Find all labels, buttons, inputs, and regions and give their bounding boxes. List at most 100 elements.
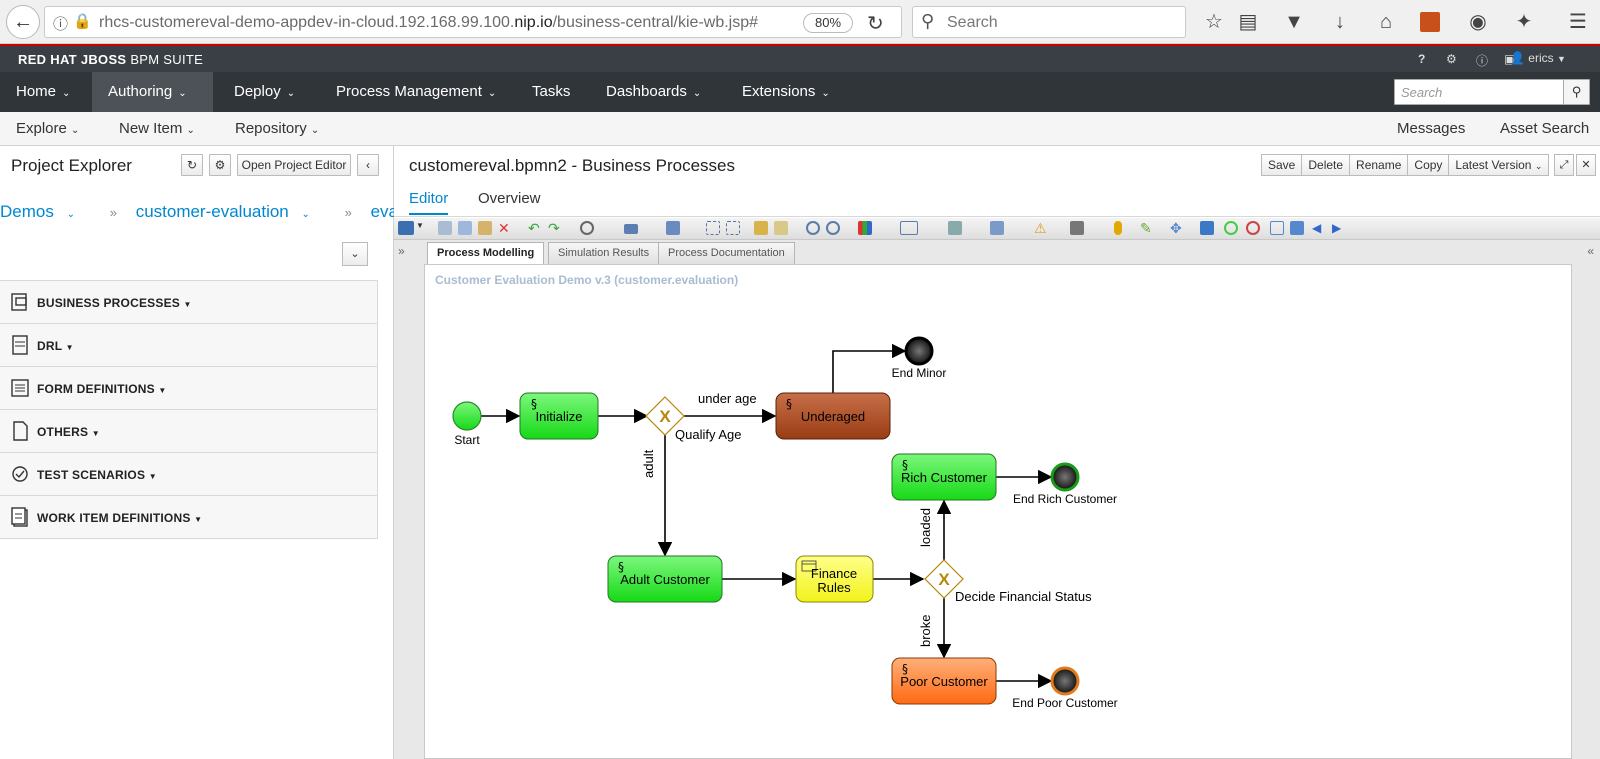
- redo-icon[interactable]: ↷: [548, 220, 560, 236]
- nav-extensions[interactable]: Extensions⌄: [742, 83, 830, 100]
- developer-tools-icon[interactable]: ✦: [1515, 11, 1533, 33]
- breadcrumb-repository[interactable]: customer-evaluation ⌄: [135, 202, 310, 221]
- download-icon[interactable]: ↓: [1335, 11, 1345, 33]
- save-button[interactable]: Save: [1261, 154, 1303, 176]
- fullscreen-icon[interactable]: [1290, 221, 1304, 235]
- tab-overview[interactable]: Overview: [478, 190, 541, 207]
- ungroup-icon[interactable]: [726, 221, 740, 235]
- layout-icon[interactable]: [624, 224, 638, 234]
- sync-icon[interactable]: ◉: [1469, 11, 1487, 33]
- clock-icon[interactable]: [580, 221, 594, 235]
- group-icon[interactable]: [706, 221, 720, 235]
- remove-node-icon[interactable]: [826, 221, 840, 235]
- color-icon[interactable]: [858, 221, 872, 235]
- category-work-item-definitions[interactable]: WORK ITEM DEFINITIONS ▼: [0, 495, 378, 539]
- add-node-icon[interactable]: [806, 221, 820, 235]
- unlock-icon[interactable]: [774, 221, 788, 235]
- move-icon[interactable]: ✥: [1170, 220, 1182, 236]
- expand-left-icon[interactable]: »: [398, 244, 405, 258]
- category-test-scenarios[interactable]: TEST SCENARIOS ▼: [0, 452, 378, 496]
- align-icon[interactable]: [666, 221, 680, 235]
- reload-icon[interactable]: ↻: [867, 13, 884, 35]
- nav-home[interactable]: Home⌄: [16, 83, 71, 100]
- copy-button[interactable]: Copy: [1408, 154, 1450, 176]
- gateway-decide-financial-status[interactable]: [924, 559, 964, 599]
- subnav-explore[interactable]: Explore ⌄: [16, 120, 80, 137]
- collapse-panel-icon[interactable]: ‹: [357, 154, 379, 176]
- end-event-poor[interactable]: [1050, 666, 1080, 696]
- bookmark-star-icon[interactable]: ☆: [1205, 11, 1223, 33]
- fit-icon[interactable]: [1270, 221, 1284, 235]
- expand-right-icon[interactable]: «: [1587, 244, 1594, 258]
- task-finance-rules[interactable]: [795, 555, 874, 603]
- save-icon[interactable]: [398, 221, 414, 235]
- camera-icon[interactable]: ▣: [1504, 52, 1516, 66]
- nav-deploy[interactable]: Deploy⌄: [234, 83, 296, 100]
- nav-process-management[interactable]: Process Management⌄: [336, 83, 497, 100]
- end-event-rich[interactable]: [1050, 462, 1080, 492]
- info-icon[interactable]: ⓘ: [53, 16, 69, 33]
- process-canvas[interactable]: Customer Evaluation Demo v.3 (customer.e…: [424, 264, 1572, 759]
- pencil-icon[interactable]: ✎: [1140, 220, 1152, 236]
- lock-icon[interactable]: [754, 221, 768, 235]
- chevron-down-icon[interactable]: ⌄: [342, 242, 368, 266]
- help-icon[interactable]: ?: [1418, 52, 1426, 66]
- warning-icon[interactable]: ⚠: [1034, 220, 1047, 236]
- zoom-in-icon[interactable]: [1224, 221, 1238, 235]
- tools-icon[interactable]: [990, 221, 1004, 235]
- start-event[interactable]: [452, 401, 482, 431]
- database-icon[interactable]: [1114, 221, 1122, 235]
- subnav-asset-search[interactable]: Asset Search: [1500, 120, 1590, 137]
- search-icon[interactable]: ⚲: [1563, 80, 1589, 104]
- cut-icon[interactable]: [438, 221, 452, 235]
- zoom-level-badge[interactable]: 80%: [803, 13, 853, 33]
- category-others[interactable]: OTHERS ▼: [0, 409, 378, 453]
- end-event-minor[interactable]: [904, 336, 934, 366]
- extension-icon[interactable]: [1420, 12, 1440, 32]
- nav-dashboards[interactable]: Dashboards⌄: [606, 83, 702, 100]
- nav-tasks[interactable]: Tasks: [532, 83, 571, 100]
- task-rich-customer[interactable]: [891, 453, 997, 501]
- back-button[interactable]: ←: [6, 5, 40, 39]
- category-business-processes[interactable]: BUSINESS PROCESSES ▼: [0, 280, 378, 324]
- paste-icon[interactable]: [478, 221, 492, 235]
- pocket-icon[interactable]: ▼: [1284, 11, 1304, 33]
- task-underaged[interactable]: [775, 392, 891, 440]
- chevron-down-icon[interactable]: ▼: [416, 221, 424, 230]
- maximize-icon[interactable]: ⤢: [1554, 154, 1574, 176]
- disk-icon[interactable]: [1070, 221, 1084, 235]
- nav-authoring[interactable]: Authoring⌄: [92, 72, 213, 112]
- gear-icon[interactable]: ⚙: [209, 154, 231, 176]
- zoom-out-icon[interactable]: [1246, 221, 1260, 235]
- latest-version-dropdown[interactable]: Latest Version ⌄: [1449, 154, 1550, 176]
- gear-icon[interactable]: ⚙: [1446, 52, 1457, 66]
- reading-list-icon[interactable]: ▤: [1238, 11, 1258, 33]
- refresh-icon[interactable]: ↻: [181, 154, 203, 176]
- tab-editor[interactable]: Editor: [409, 190, 449, 215]
- previous-icon[interactable]: ◀: [1312, 221, 1322, 235]
- subnav-new-item[interactable]: New Item ⌄: [119, 120, 195, 137]
- tab-simulation-results[interactable]: Simulation Results: [548, 242, 660, 264]
- validate-icon[interactable]: [1200, 221, 1214, 235]
- menu-icon[interactable]: ☰: [1569, 11, 1587, 33]
- flow-underaged-end-minor[interactable]: [832, 343, 907, 393]
- category-form-definitions[interactable]: FORM DEFINITIONS ▼: [0, 366, 378, 410]
- delete-button[interactable]: Delete: [1302, 154, 1351, 176]
- next-icon[interactable]: ▶: [1332, 221, 1342, 235]
- info-icon[interactable]: ⓘ: [1476, 54, 1489, 68]
- open-project-editor-button[interactable]: Open Project Editor: [237, 154, 351, 176]
- export-icon[interactable]: [948, 221, 962, 235]
- task-adult-customer[interactable]: [607, 555, 723, 603]
- copy-icon[interactable]: [458, 221, 472, 235]
- category-drl[interactable]: DRL ▼: [0, 323, 378, 367]
- delete-icon[interactable]: ✕: [498, 220, 510, 236]
- subnav-repository[interactable]: Repository ⌄: [235, 120, 320, 137]
- task-poor-customer[interactable]: [891, 657, 997, 705]
- asset-search-input[interactable]: Search ⚲: [1394, 79, 1590, 105]
- view-icon[interactable]: [900, 221, 918, 235]
- tab-process-documentation[interactable]: Process Documentation: [658, 242, 795, 264]
- home-icon[interactable]: ⌂: [1379, 11, 1393, 33]
- gateway-qualify-age[interactable]: [645, 396, 685, 436]
- undo-icon[interactable]: ↶: [528, 220, 540, 236]
- tab-process-modelling[interactable]: Process Modelling: [427, 242, 545, 265]
